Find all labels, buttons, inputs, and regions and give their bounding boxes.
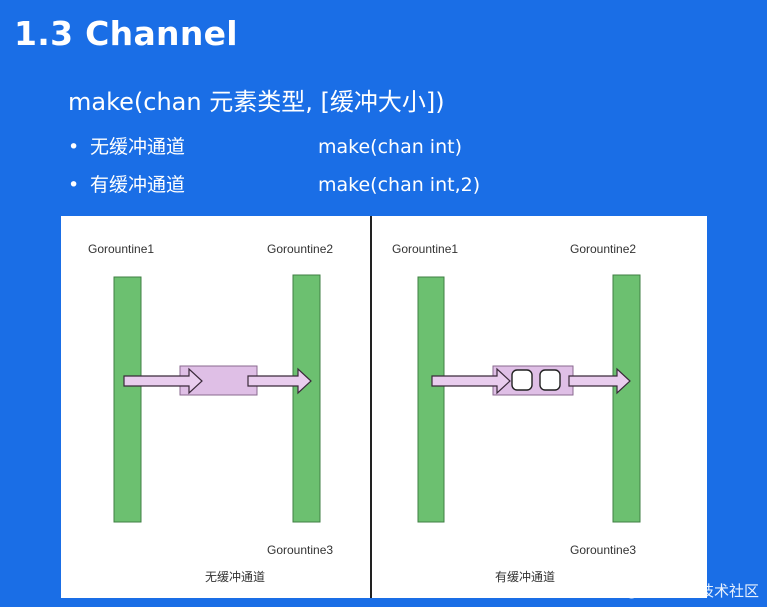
unbuffered-caption: 无缓冲通道	[205, 570, 266, 584]
receive-arrow	[247, 367, 312, 395]
buffered-caption: 有缓冲通道	[495, 570, 556, 584]
bullet-label: 无缓冲通道	[90, 136, 186, 158]
goroutine1-bar	[113, 276, 142, 523]
channel-diagram: Gorountine1 Gorountine2 Gorountine3 无缓冲通…	[61, 216, 707, 598]
bullet-unbuffered: • 无缓冲通道 make(chan int)	[68, 132, 462, 159]
buffer-slot	[511, 369, 533, 391]
slide-title: 1.3 Channel	[14, 14, 238, 53]
goroutine3-label: Gorountine3	[267, 543, 334, 557]
syntax-line: make(chan 元素类型, [缓冲大小])	[68, 88, 445, 116]
send-arrow	[123, 367, 203, 395]
goroutine2-label: Gorountine2	[570, 242, 637, 256]
goroutine3-label: Gorountine3	[570, 543, 637, 557]
diagram-graphics	[113, 274, 641, 523]
goroutine2-bar	[292, 274, 321, 523]
bullet-marker: •	[68, 136, 80, 158]
goroutine2-bar	[612, 274, 641, 523]
receive-arrow	[568, 367, 631, 395]
bullet-buffered: • 有缓冲通道 make(chan int,2)	[68, 170, 480, 197]
goroutine1-bar	[417, 276, 445, 523]
send-arrow	[431, 367, 511, 395]
panel-divider	[370, 216, 372, 598]
goroutine1-label: Gorountine1	[392, 242, 459, 256]
buffer-slot	[539, 369, 561, 391]
goroutine2-label: Gorountine2	[267, 242, 334, 256]
watermark: @稀土掘金技术社区	[623, 582, 759, 600]
goroutine1-label: Gorountine1	[88, 242, 155, 256]
bullet-label: 有缓冲通道	[90, 174, 186, 196]
bullet-marker: •	[68, 174, 80, 196]
bullet-code: make(chan int)	[318, 136, 462, 158]
bullet-code: make(chan int,2)	[318, 174, 481, 196]
